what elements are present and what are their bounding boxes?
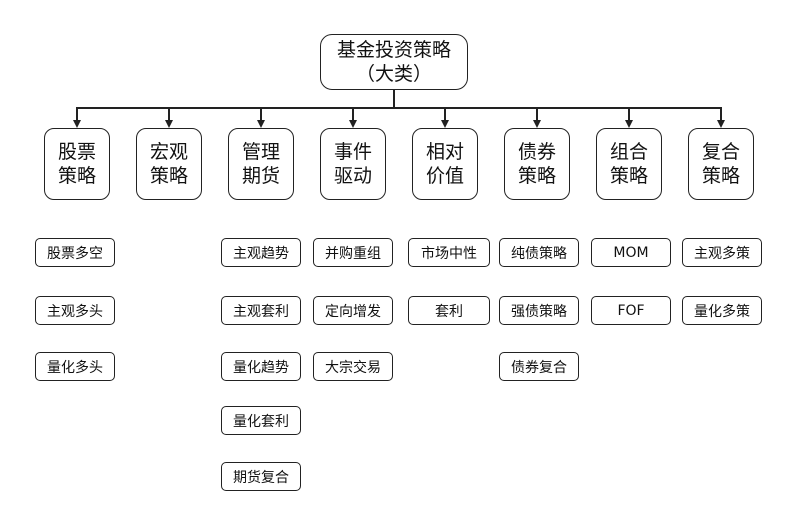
category-label-line1: 管理 <box>241 141 280 163</box>
leaf-event-block-trade: 大宗交易 <box>313 352 393 381</box>
root-title: 基金投资策略 <box>336 39 451 61</box>
category-stock-strategy: 股票 策略 <box>44 128 110 200</box>
leaf-stock-long-short: 股票多空 <box>35 238 115 267</box>
root-connector <box>393 90 395 108</box>
category-label-line2: 策略 <box>57 165 96 187</box>
leaf-futures-subjective-arbitrage: 主观套利 <box>221 296 301 325</box>
arrow-4 <box>349 120 357 128</box>
drop-line-6 <box>536 107 538 121</box>
leaf-bond-composite: 债券复合 <box>499 352 579 381</box>
arrow-5 <box>441 120 449 128</box>
leaf-rv-arbitrage: 套利 <box>408 296 490 325</box>
root-subtitle: （大类） <box>355 63 432 85</box>
drop-line-8 <box>720 107 722 121</box>
category-bond-strategy: 债券 策略 <box>504 128 570 200</box>
category-label-line2: 价值 <box>425 165 464 187</box>
category-label-line1: 股票 <box>57 141 96 163</box>
leaf-futures-quant-arbitrage: 量化套利 <box>221 406 301 435</box>
arrow-6 <box>533 120 541 128</box>
category-label-line2: 策略 <box>609 165 648 187</box>
leaf-rv-market-neutral: 市场中性 <box>408 238 490 267</box>
drop-line-7 <box>628 107 630 121</box>
arrow-2 <box>165 120 173 128</box>
leaf-composite-subjective-multi: 主观多策 <box>682 238 762 267</box>
category-label-line2: 策略 <box>149 165 188 187</box>
leaf-composite-quant-multi: 量化多策 <box>682 296 762 325</box>
leaf-portfolio-fof: FOF <box>591 296 671 325</box>
leaf-futures-composite: 期货复合 <box>221 462 301 491</box>
leaf-event-private-placement: 定向增发 <box>313 296 393 325</box>
drop-line-1 <box>76 107 78 121</box>
category-macro-strategy: 宏观 策略 <box>136 128 202 200</box>
category-label-line1: 事件 <box>333 141 372 163</box>
category-label-line2: 驱动 <box>333 165 372 187</box>
leaf-bond-enhanced: 强债策略 <box>499 296 579 325</box>
branch-bus <box>76 107 720 109</box>
category-portfolio-strategy: 组合 策略 <box>596 128 662 200</box>
leaf-futures-quant-trend: 量化趋势 <box>221 352 301 381</box>
arrow-3 <box>257 120 265 128</box>
category-label-line2: 策略 <box>517 165 556 187</box>
category-label-line2: 期货 <box>241 165 280 187</box>
leaf-futures-subjective-trend: 主观趋势 <box>221 238 301 267</box>
category-composite-strategy: 复合 策略 <box>688 128 754 200</box>
drop-line-3 <box>260 107 262 121</box>
category-managed-futures: 管理 期货 <box>228 128 294 200</box>
root-node: 基金投资策略 （大类） <box>320 34 468 90</box>
category-label-line1: 组合 <box>609 141 648 163</box>
category-label-line2: 策略 <box>701 165 740 187</box>
leaf-bond-pure: 纯债策略 <box>499 238 579 267</box>
category-label-line1: 宏观 <box>149 141 188 163</box>
leaf-stock-subjective-long: 主观多头 <box>35 296 115 325</box>
category-event-driven: 事件 驱动 <box>320 128 386 200</box>
drop-line-5 <box>444 107 446 121</box>
leaf-event-mna: 并购重组 <box>313 238 393 267</box>
category-relative-value: 相对 价值 <box>412 128 478 200</box>
category-label-line1: 复合 <box>701 141 740 163</box>
arrow-7 <box>625 120 633 128</box>
category-label-line1: 债券 <box>517 141 556 163</box>
drop-line-4 <box>352 107 354 121</box>
arrow-8 <box>717 120 725 128</box>
leaf-stock-quant-long: 量化多头 <box>35 352 115 381</box>
leaf-portfolio-mom: MOM <box>591 238 671 267</box>
drop-line-2 <box>168 107 170 121</box>
arrow-1 <box>73 120 81 128</box>
category-label-line1: 相对 <box>425 141 464 163</box>
